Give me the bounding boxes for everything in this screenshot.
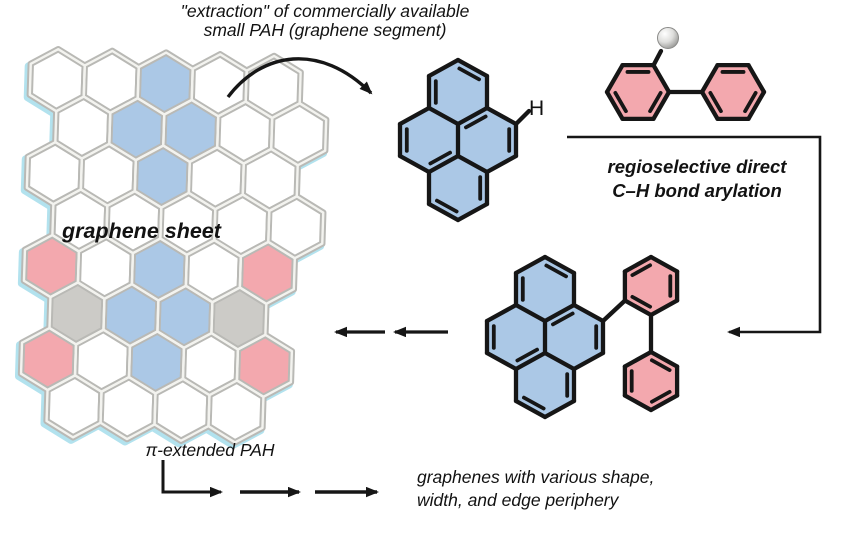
hex-cell: [233, 331, 296, 401]
bond: [651, 89, 672, 121]
bond: [648, 254, 680, 274]
bond: [513, 398, 548, 420]
bond: [743, 90, 758, 114]
bond: [464, 114, 488, 130]
hex-cell: [268, 100, 330, 169]
bond: [484, 105, 519, 127]
hex-cell-highlight: [235, 333, 294, 399]
bond: [455, 201, 490, 223]
extraction-note: "extraction" of commercially available s…: [125, 2, 525, 40]
hex-cell: [265, 193, 327, 262]
bond: [513, 108, 532, 127]
bond: [648, 349, 680, 369]
reaction-condition-label: regioselective direct C–H bond arylation: [572, 155, 822, 203]
bond: [484, 350, 519, 372]
hex-cell-highlight: [267, 195, 325, 260]
bond: [542, 254, 577, 276]
pi-extended-pah-label: π-extended PAH: [145, 440, 275, 460]
bond: [426, 153, 461, 175]
bond: [571, 350, 606, 372]
bond: [513, 254, 548, 276]
bond: [648, 90, 663, 114]
bond: [649, 358, 672, 373]
bond: [513, 350, 548, 372]
bond: [746, 89, 767, 121]
bond: [515, 347, 539, 363]
reaction-condition-line1: regioselective direct: [607, 156, 787, 177]
bond: [513, 302, 548, 324]
bond: [522, 395, 546, 411]
bond: [613, 90, 628, 114]
bond: [457, 66, 481, 82]
bond: [455, 105, 490, 127]
branch-elbow-arrow: [161, 460, 223, 498]
reaction-condition-line2: C–H bond arylation: [612, 180, 782, 201]
bond: [699, 89, 720, 121]
bond: [571, 302, 606, 324]
bond: [455, 153, 490, 175]
pyrene-product-core: [484, 254, 606, 420]
bond: [648, 298, 680, 318]
bond: [648, 393, 680, 413]
bond: [651, 63, 672, 95]
bond: [435, 198, 459, 214]
bond: [484, 153, 519, 175]
bond: [542, 350, 577, 372]
bond: [630, 263, 653, 278]
pyrene-molecule: [397, 57, 532, 223]
product-biphenyl-part: [600, 254, 680, 413]
bond: [600, 298, 628, 324]
bond: [551, 311, 575, 327]
bond: [426, 105, 461, 127]
extraction-note-line2: small PAH (graphene segment): [203, 20, 447, 40]
extraction-note-line1: "extraction" of commercially available: [180, 1, 470, 21]
metal-sphere-icon: [657, 27, 679, 49]
bond: [426, 57, 461, 79]
graphenes-outcome-line1: graphenes with various shape,: [417, 467, 655, 487]
bond: [484, 302, 519, 324]
extraction-curved-arrow: [226, 57, 373, 99]
bond: [544, 263, 568, 279]
bond: [455, 57, 490, 79]
reaction-arrow: [567, 135, 822, 338]
bond: [622, 349, 654, 369]
bond: [542, 398, 577, 420]
bond: [622, 254, 654, 274]
bond: [630, 294, 653, 309]
hydrogen-atom-label: H: [529, 97, 545, 120]
bond: [542, 302, 577, 324]
bond: [622, 298, 654, 318]
bond: [426, 201, 461, 223]
bond: [604, 63, 625, 95]
bond: [649, 389, 672, 404]
bond: [699, 63, 720, 95]
bond: [397, 153, 432, 175]
bond: [708, 90, 723, 114]
bond: [746, 63, 767, 95]
bond: [651, 48, 664, 68]
bond: [622, 393, 654, 413]
biphenyl-reagent: [604, 27, 767, 121]
bond: [604, 89, 625, 121]
graphene-sheet: [14, 46, 330, 449]
graphenes-outcome-label: graphenes with various shape, width, and…: [417, 466, 654, 512]
graphenes-outcome-line2: width, and edge periphery: [417, 490, 619, 510]
bond: [428, 150, 452, 166]
graphene-sheet-label: graphene sheet: [62, 219, 221, 243]
bond: [397, 105, 432, 127]
hex-cell-highlight: [270, 102, 328, 167]
